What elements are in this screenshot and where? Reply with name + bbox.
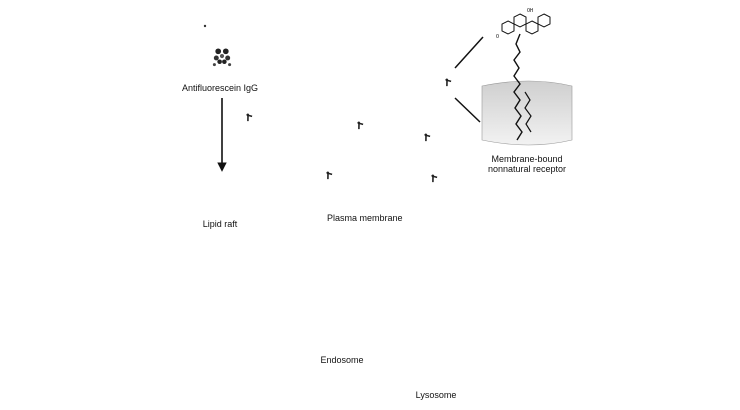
floating-receptor-icon xyxy=(323,169,334,180)
floating-receptor-icon xyxy=(442,76,453,87)
receptor-inset: OH O xyxy=(454,8,573,146)
plasma-membrane-label: Plasma membrane xyxy=(327,213,403,223)
svg-text:OH: OH xyxy=(527,8,533,14)
floating-receptor-icon xyxy=(428,172,439,183)
speck-dot xyxy=(203,24,207,28)
free-antibody-icon xyxy=(212,48,232,67)
floating-receptor-icon xyxy=(354,119,365,130)
receptor-linker-chain xyxy=(513,33,523,141)
antibody-label: Antifluorescein IgG xyxy=(181,83,259,93)
svg-text:O: O xyxy=(496,34,499,40)
floating-receptor-icon xyxy=(243,111,254,122)
lysosome-label: Lysosome xyxy=(415,390,457,400)
lipid-raft-label: Lipid raft xyxy=(202,219,238,229)
receptor-label-line1: Membrane-bound xyxy=(491,154,563,164)
fluorescein-molecule-icon: OH O xyxy=(496,8,551,40)
endosome-label: Endosome xyxy=(320,355,364,365)
receptor-label-line2: nonnatural receptor xyxy=(487,164,567,174)
floating-receptor-icon xyxy=(421,131,432,142)
